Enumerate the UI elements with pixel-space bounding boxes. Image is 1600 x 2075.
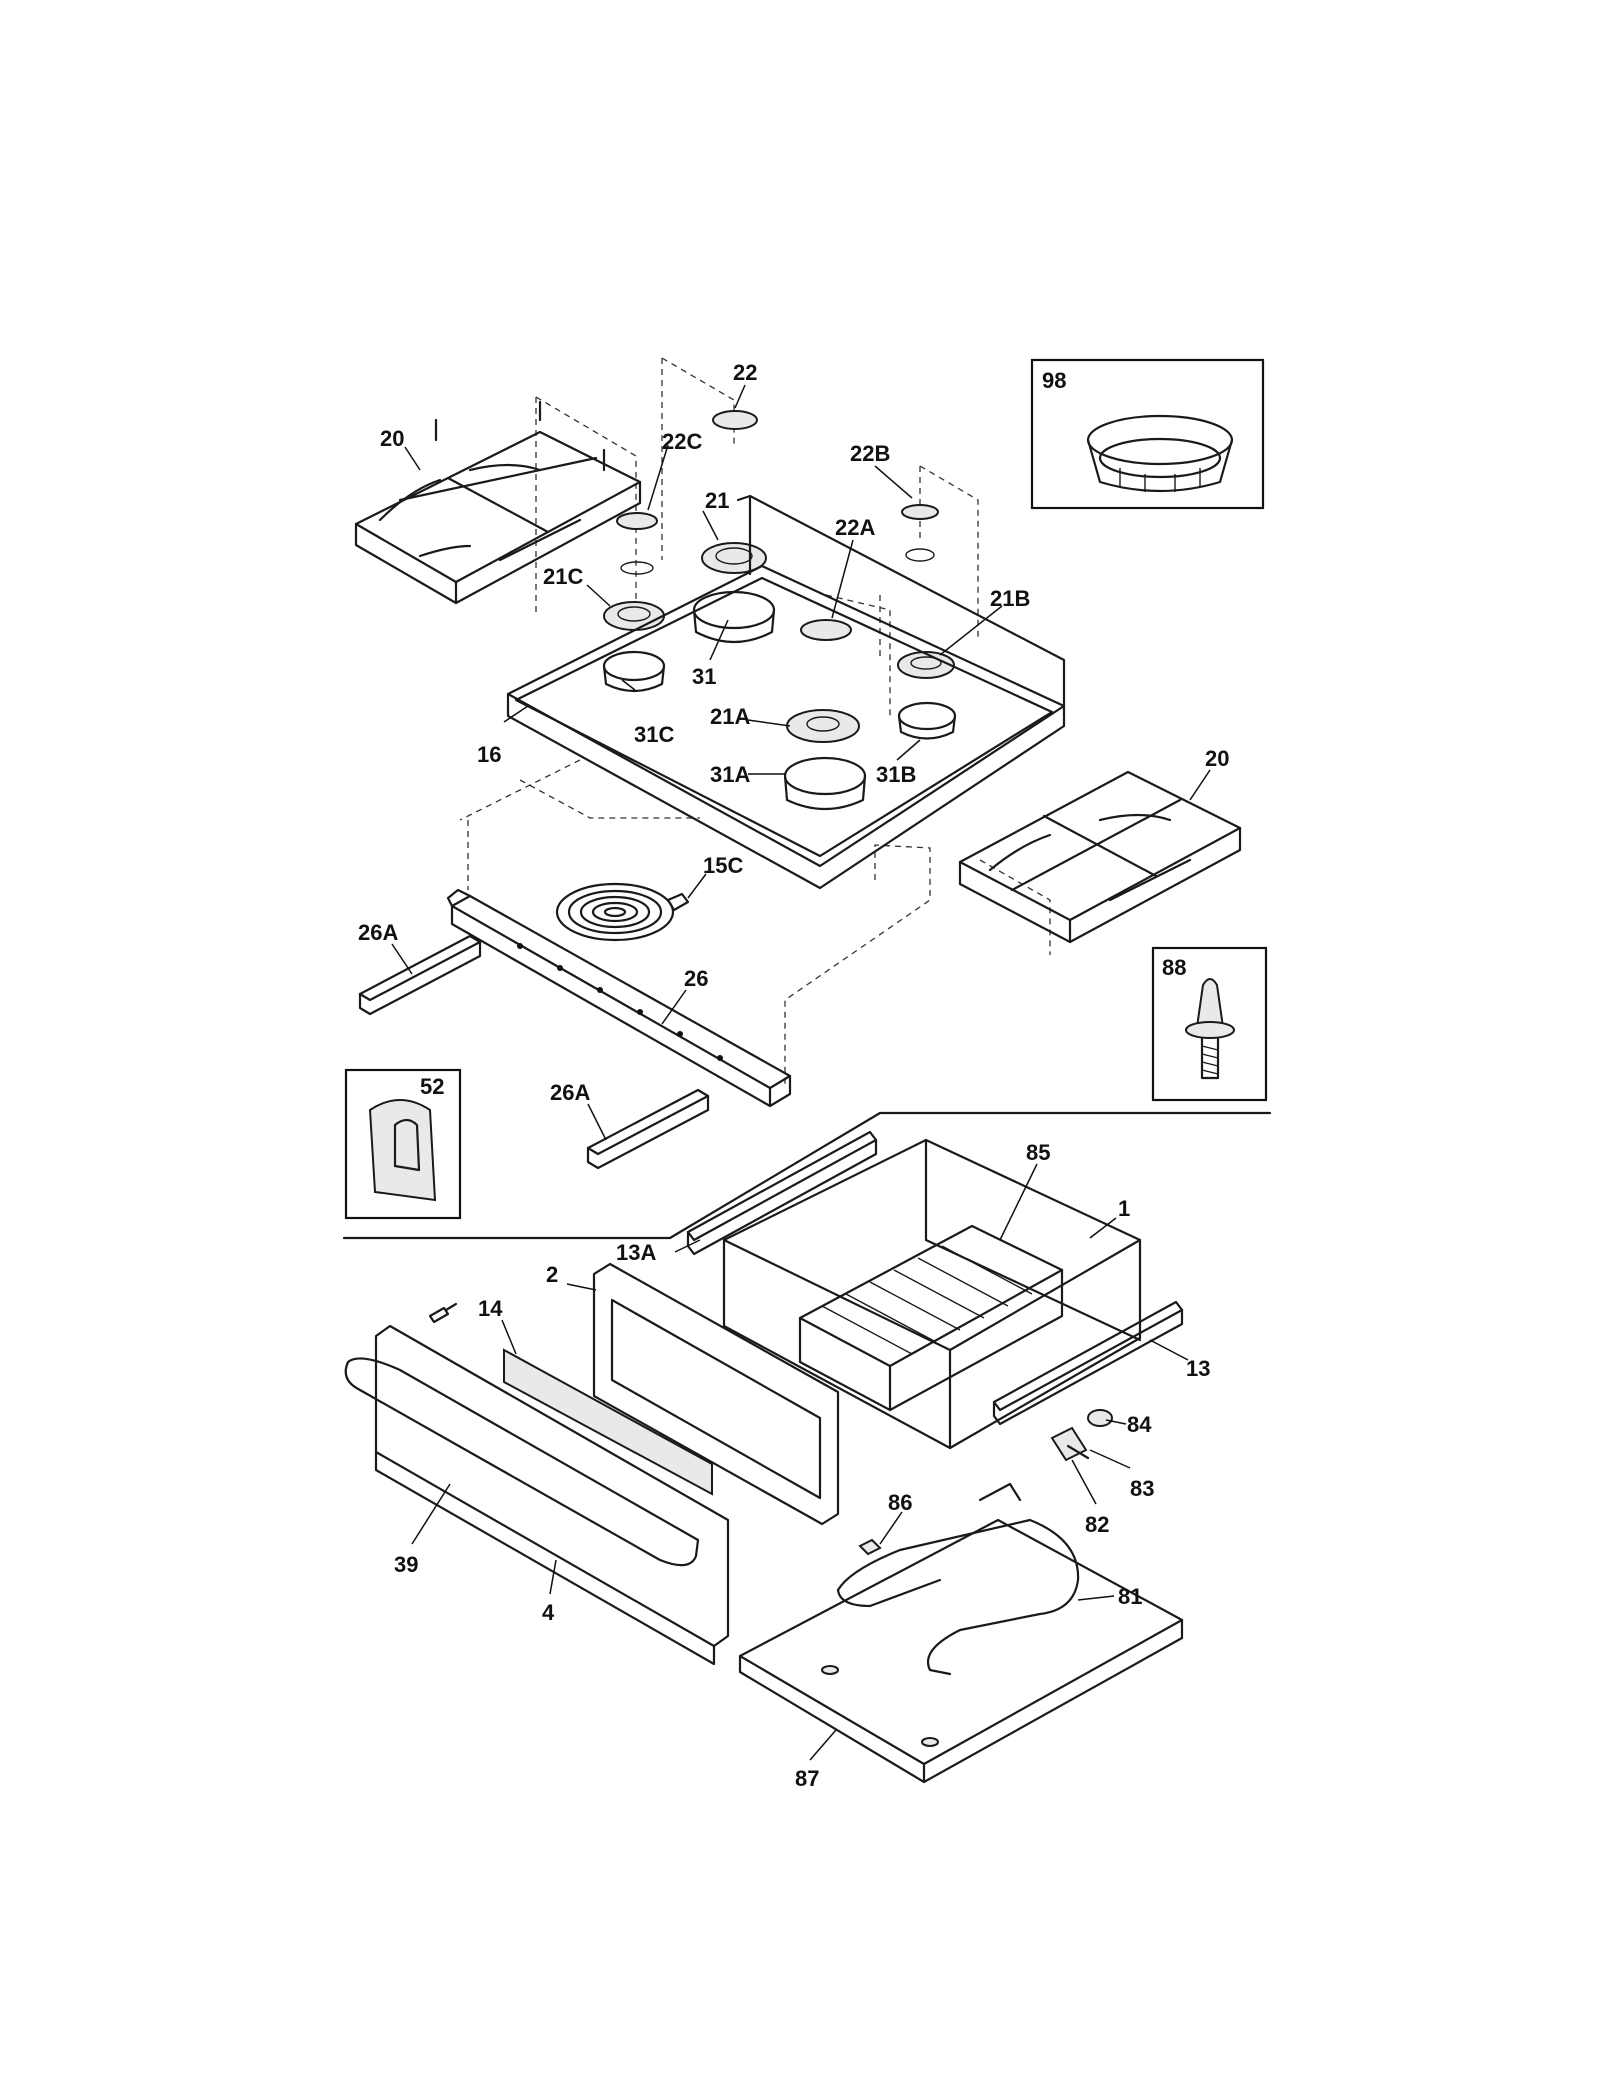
screw xyxy=(428,1302,458,1324)
side-bracket-lower xyxy=(586,1088,710,1170)
callout-20-right: 20 xyxy=(1205,746,1229,771)
drawer-front xyxy=(374,1324,730,1666)
callout-16: 16 xyxy=(477,742,501,767)
callout-31: 31 xyxy=(692,664,716,689)
callout-21: 21 xyxy=(705,488,729,513)
cooktop xyxy=(506,494,1066,890)
inset-98 xyxy=(1030,358,1265,510)
callout-88: 88 xyxy=(1162,955,1186,980)
sensor-assembly xyxy=(1050,1409,1113,1462)
callout-21B: 21B xyxy=(990,586,1030,611)
inset-52 xyxy=(344,1068,462,1220)
callout-81: 81 xyxy=(1118,1584,1142,1609)
callout-52: 52 xyxy=(420,1074,444,1099)
bottom-panel xyxy=(738,1518,1184,1784)
drawer-rack xyxy=(798,1224,1064,1412)
surface-element xyxy=(555,882,690,942)
drawer-handle xyxy=(344,1357,700,1567)
callout-86: 86 xyxy=(888,1490,912,1515)
drawer-body xyxy=(722,1138,1142,1450)
callout-22C: 22C xyxy=(662,429,702,454)
rail-lower xyxy=(992,1300,1184,1426)
grate-left xyxy=(354,400,642,605)
callout-26A-upper: 26A xyxy=(358,920,398,945)
wire-clip xyxy=(858,1538,882,1556)
callout-84: 84 xyxy=(1127,1412,1152,1437)
callout-4: 4 xyxy=(542,1600,555,1625)
drawer-inner-panel xyxy=(592,1262,840,1526)
rail-upper xyxy=(686,1130,878,1256)
callout-13A: 13A xyxy=(616,1240,656,1265)
callout-83: 83 xyxy=(1130,1476,1154,1501)
callout-15C: 15C xyxy=(703,853,743,878)
callout-1: 1 xyxy=(1118,1196,1130,1221)
insulation-strip xyxy=(503,1348,713,1496)
callout-21C: 21C xyxy=(543,564,583,589)
callout-22B: 22B xyxy=(850,441,890,466)
callout-31A: 31A xyxy=(710,762,750,787)
callout-26A-lower: 26A xyxy=(550,1080,590,1105)
callout-85: 85 xyxy=(1026,1140,1050,1165)
support-bracket xyxy=(446,888,792,1108)
bake-element xyxy=(836,1482,1080,1676)
callout-20-left: 20 xyxy=(380,426,404,451)
callout-26: 26 xyxy=(684,966,708,991)
callout-labels: 98 22 20 22C 22B 21 22A 21C 21B 31 31C 2… xyxy=(358,360,1229,1791)
callout-31C: 31C xyxy=(634,722,674,747)
callout-98: 98 xyxy=(1042,368,1066,393)
callout-31B: 31B xyxy=(876,762,916,787)
leader-lines xyxy=(391,384,1211,1761)
burner-rings xyxy=(602,590,957,811)
callout-13: 13 xyxy=(1186,1356,1210,1381)
side-bracket-upper xyxy=(358,934,482,1016)
burner-caps xyxy=(616,410,939,641)
callout-22A: 22A xyxy=(835,515,875,540)
callout-39: 39 xyxy=(394,1552,418,1577)
grate-right xyxy=(958,770,1242,944)
callout-22: 22 xyxy=(733,360,757,385)
inset-88 xyxy=(1151,946,1268,1102)
callout-21A: 21A xyxy=(710,704,750,729)
callout-82: 82 xyxy=(1085,1512,1109,1537)
callout-14: 14 xyxy=(478,1296,503,1321)
section-divider xyxy=(342,1111,1272,1240)
callout-87: 87 xyxy=(795,1766,819,1791)
callout-2: 2 xyxy=(546,1262,558,1287)
